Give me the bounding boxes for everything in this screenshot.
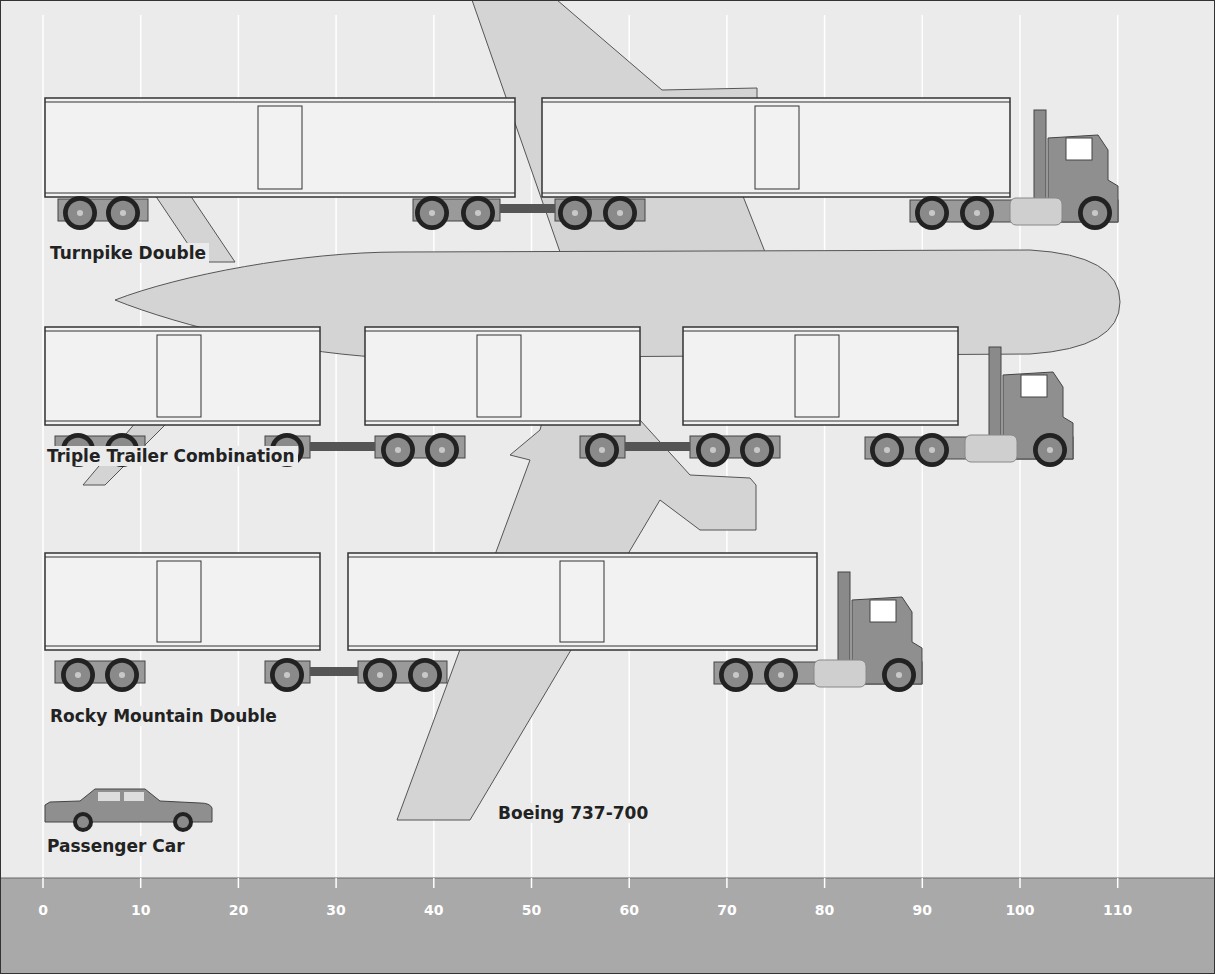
vehicle-name: Passenger Car [44,836,188,856]
grid-line [1117,15,1119,878]
car-illustration [45,789,212,832]
axis-tick-label: 60 [617,902,640,919]
axis-band [0,878,1215,974]
vehicle-name: Rocky Mountain Double [47,706,280,726]
axis-tick-label: 30 [324,902,347,919]
axis-tick-label: 50 [520,902,543,919]
axis-tick-label: 10 [129,902,152,919]
axis-tick-label: 80 [813,902,836,919]
axis-tick-label: 100 [1003,902,1036,919]
vehicle-name: Triple Trailer Combination [44,446,298,466]
truck-illustration [45,98,1118,692]
vehicle-name: Turnpike Double [47,243,209,263]
vehicle-name: Boeing 737-700 [495,803,651,823]
axis-tick-label: 90 [911,902,934,919]
axis-tick-label: 40 [422,902,445,919]
axis-tick-label: 110 [1101,902,1134,919]
axis-tick-label: 20 [227,902,250,919]
axis-tick-label: 0 [36,902,50,919]
axis-tick-label: 70 [715,902,738,919]
